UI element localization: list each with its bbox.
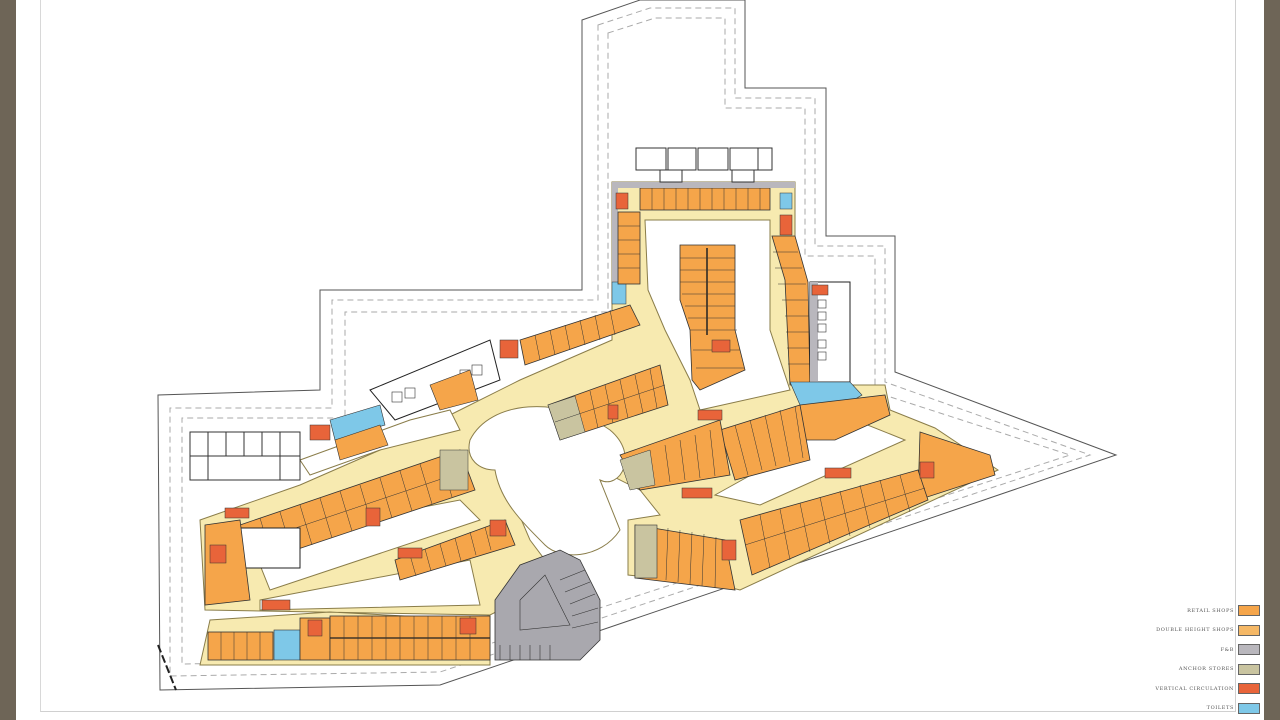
legend-label: VERTICAL CIRCULATION bbox=[1155, 685, 1234, 692]
east-service-core bbox=[789, 281, 863, 406]
toilets-swatch bbox=[1238, 702, 1260, 714]
west-wing-upper bbox=[204, 449, 476, 606]
fnb-swatch bbox=[1238, 644, 1260, 656]
double-height-swatch bbox=[1238, 624, 1260, 636]
legend-label: ANCHOR STORES bbox=[1178, 666, 1234, 673]
north-shop-row bbox=[611, 182, 795, 305]
west-wing-lower bbox=[394, 519, 516, 581]
legend-item-vertical-circulation: VERTICAL CIRCULATION bbox=[1100, 679, 1260, 699]
north-west-wing bbox=[309, 304, 641, 461]
legend-item-fnb: F&B bbox=[1100, 640, 1260, 660]
site-boundary bbox=[157, 0, 1118, 691]
legend-label: DOUBLE HEIGHT SHOPS bbox=[1156, 627, 1234, 634]
residential-outline-north bbox=[635, 147, 773, 183]
north-west-shops bbox=[617, 211, 641, 285]
mid-wing-shops bbox=[547, 364, 852, 499]
setback-line-outer bbox=[169, 7, 1092, 677]
site-edge-diagonal bbox=[157, 644, 177, 691]
sheet-frame bbox=[40, 0, 1236, 712]
vertical-circulation-swatch bbox=[1238, 683, 1260, 695]
central-island-shops bbox=[679, 244, 746, 391]
south-east-block bbox=[634, 524, 737, 591]
east-wing-shops bbox=[719, 394, 996, 576]
setback-line-inner bbox=[181, 17, 1072, 665]
south-shop-row bbox=[207, 507, 491, 661]
legend-label: F&B bbox=[1220, 646, 1234, 653]
legend-label: RETAIL SHOPS bbox=[1187, 607, 1234, 614]
legend-label: TOILETS bbox=[1206, 705, 1234, 712]
legend-item-double-height: DOUBLE HEIGHT SHOPS bbox=[1100, 621, 1260, 641]
residential-outline-west bbox=[189, 431, 301, 481]
legend: RETAIL SHOPS DOUBLE HEIGHT SHOPS F&B ANC… bbox=[1100, 601, 1260, 718]
parking-area bbox=[494, 549, 601, 661]
legend-item-retail: RETAIL SHOPS bbox=[1100, 601, 1260, 621]
retail-swatch bbox=[1238, 605, 1260, 617]
legend-item-toilets: TOILETS bbox=[1100, 699, 1260, 719]
legend-item-anchor: ANCHOR STORES bbox=[1100, 660, 1260, 680]
anchor-swatch bbox=[1238, 663, 1260, 675]
